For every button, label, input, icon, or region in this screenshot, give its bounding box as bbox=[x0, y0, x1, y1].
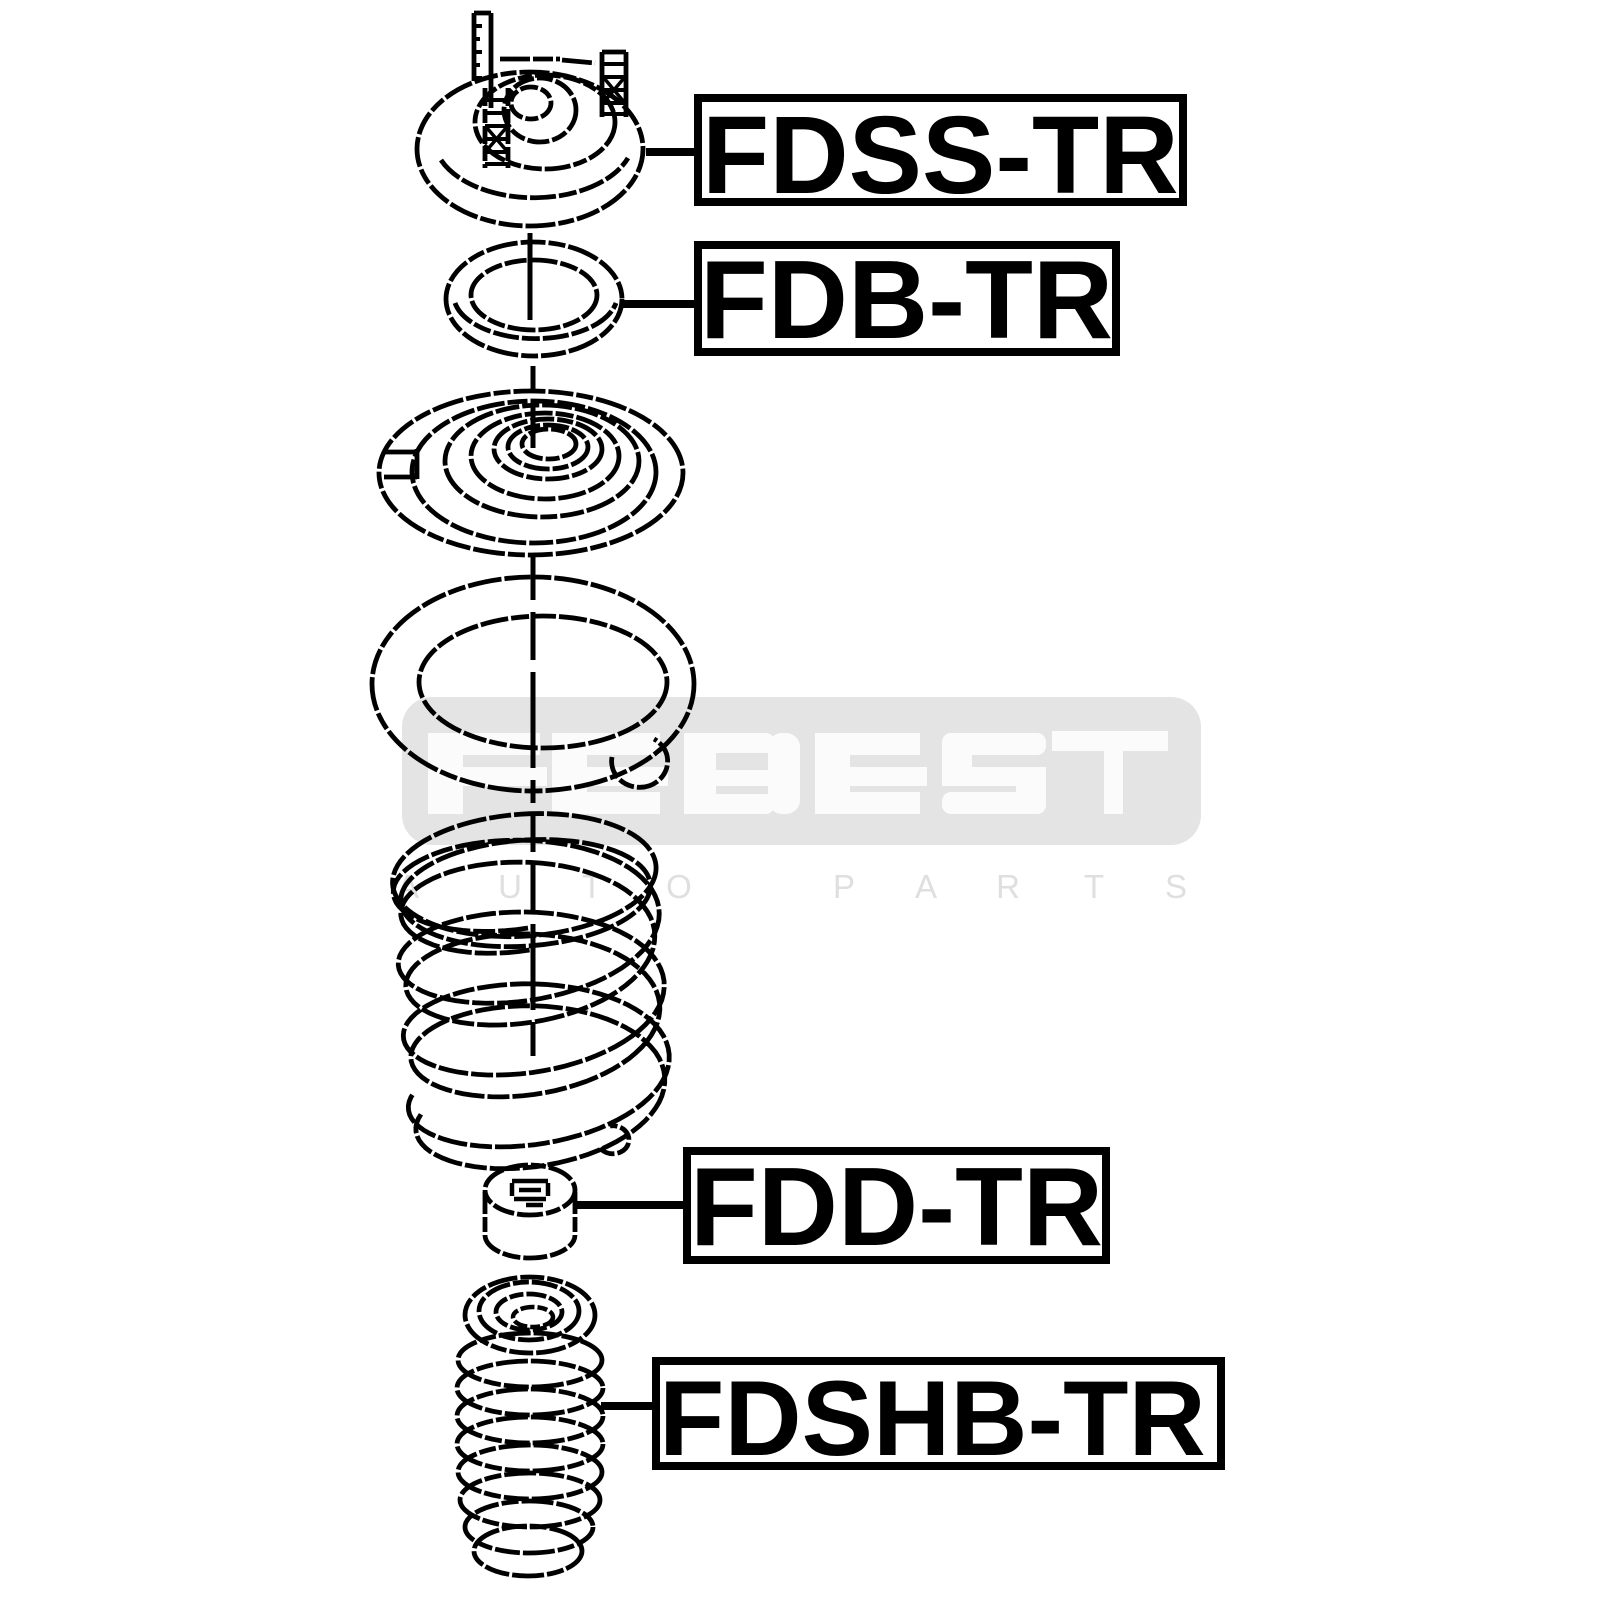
svg-text:O: O bbox=[666, 868, 692, 905]
svg-text:R: R bbox=[996, 868, 1020, 905]
svg-text:S: S bbox=[1165, 868, 1187, 905]
svg-text:FDSHB-TR: FDSHB-TR bbox=[659, 1358, 1206, 1478]
svg-text:T: T bbox=[1084, 868, 1104, 905]
svg-text:P: P bbox=[833, 868, 855, 905]
svg-text:FDB-TR: FDB-TR bbox=[700, 238, 1113, 362]
svg-text:U: U bbox=[498, 868, 522, 905]
svg-text:FDSS-TR: FDSS-TR bbox=[702, 94, 1179, 217]
svg-text:A: A bbox=[915, 868, 937, 905]
svg-text:FDD-TR: FDD-TR bbox=[690, 1145, 1103, 1269]
